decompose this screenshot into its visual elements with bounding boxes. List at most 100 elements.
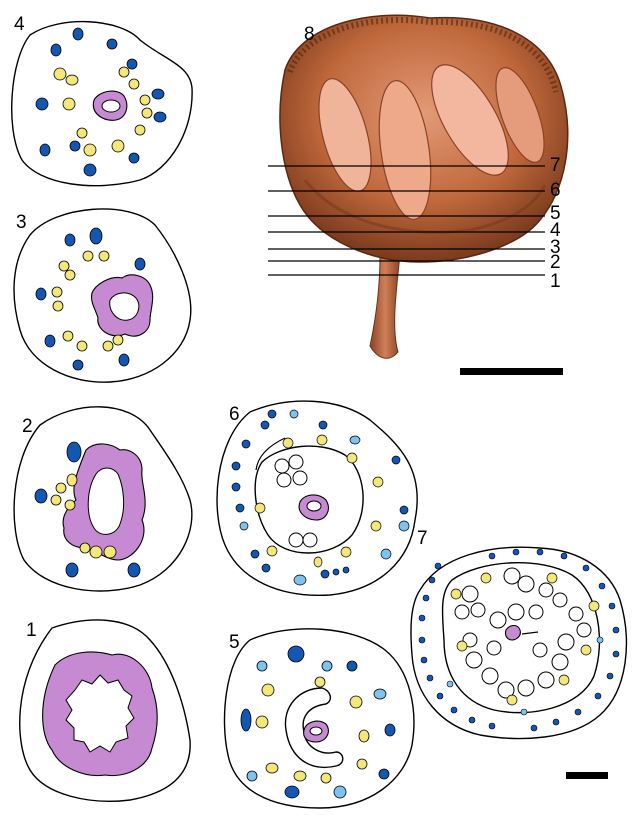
bundle-yellow <box>140 95 150 105</box>
anther-locule <box>275 459 289 473</box>
anther-locule <box>466 652 482 668</box>
bundle-dark <box>553 719 559 725</box>
bundle-dark <box>489 723 495 729</box>
bundle-dark <box>128 563 140 577</box>
bundle-dark <box>127 59 137 69</box>
bundle-yellow <box>359 730 369 742</box>
bundle-yellow <box>373 477 383 487</box>
anther-locule <box>482 668 498 684</box>
bundle-dark <box>379 769 389 779</box>
anther-locule <box>577 623 591 637</box>
bundle-dark <box>599 583 605 589</box>
bundle-dark <box>45 335 55 347</box>
bundle-dark <box>236 504 244 512</box>
bundle-dark <box>595 693 601 699</box>
bundle-yellow <box>451 589 461 599</box>
panel-label-3: 3 <box>16 212 27 233</box>
bundle-yellow <box>457 641 467 651</box>
bundle-dark <box>419 615 425 621</box>
section-label-2: 2 <box>550 252 561 273</box>
bundle-yellow <box>350 696 362 708</box>
bundle-yellow <box>283 438 293 448</box>
section-6-pith-center <box>307 501 321 511</box>
bundle-dark <box>36 288 46 300</box>
bundle-dark <box>84 164 96 176</box>
bundle-dark <box>51 44 61 56</box>
bundle-yellow <box>65 500 75 510</box>
bundle-yellow <box>83 251 93 261</box>
bundle-light <box>240 522 248 530</box>
photo-scale-bar <box>460 368 563 375</box>
bundle-yellow <box>262 684 274 696</box>
bundle-dark <box>241 709 251 731</box>
bundle-light <box>447 681 453 687</box>
bundle-yellow <box>65 270 75 280</box>
bundle-yellow <box>77 128 87 138</box>
bundle-dark <box>262 564 270 572</box>
section-5-pith-center <box>310 727 322 735</box>
bundle-dark <box>451 707 457 713</box>
section-label-7: 7 <box>550 155 561 176</box>
anther-locule <box>277 473 291 487</box>
bundle-dark <box>66 563 78 577</box>
bundle-dark <box>561 553 567 559</box>
bundle-yellow <box>53 301 63 311</box>
bundle-yellow <box>77 341 87 351</box>
bundle-dark <box>319 421 327 429</box>
section-4-pith-center <box>102 100 120 112</box>
bundle-dark <box>232 462 240 470</box>
bundle-dark <box>65 234 75 246</box>
section-panel-1: 1 <box>20 620 190 801</box>
bundle-yellow <box>507 695 517 705</box>
section-7-pith <box>505 626 520 641</box>
bundle-yellow <box>103 341 113 351</box>
bundle-dark <box>607 673 613 679</box>
anther-locule <box>471 603 485 617</box>
bundle-light <box>381 549 391 559</box>
bundle-dark <box>242 440 250 448</box>
anther-locule <box>558 634 574 650</box>
section-2-pith-center <box>88 468 123 534</box>
bundle-dark <box>154 112 166 122</box>
bundle-light <box>521 709 527 715</box>
bundle-yellow <box>294 771 306 781</box>
bundle-dark <box>435 563 441 569</box>
bundle-dark <box>35 489 47 503</box>
section-label-6: 6 <box>550 180 561 201</box>
section-panel-6: 6 <box>217 401 417 595</box>
bundle-yellow <box>59 261 69 271</box>
bundle-yellow <box>66 75 78 85</box>
anther-locule <box>455 605 469 619</box>
bundle-dark <box>321 570 329 578</box>
anther-locule <box>539 583 553 597</box>
bundle-dark <box>36 98 48 110</box>
bundle-yellow <box>112 140 124 152</box>
anther-locule <box>508 604 524 620</box>
bundle-dark <box>392 456 400 464</box>
panel-label-4: 4 <box>14 14 25 35</box>
bundle-yellow <box>255 503 265 513</box>
bundle-dark <box>129 153 139 163</box>
bundle-dark <box>583 565 589 571</box>
bundle-dark <box>119 354 129 366</box>
bundle-dark <box>419 637 425 643</box>
section-panel-4: 4 <box>12 14 192 186</box>
bundle-light <box>294 575 306 585</box>
bundle-dark <box>427 675 433 681</box>
anther-locule <box>293 471 307 485</box>
bundle-yellow <box>63 98 75 110</box>
anther-locule <box>289 455 303 469</box>
bud-stalk <box>370 255 400 358</box>
diagram-scale-bar <box>566 772 608 779</box>
bundle-yellow <box>54 68 66 80</box>
bundle-dark <box>70 141 80 151</box>
section-panel-3: 3 <box>14 209 191 382</box>
bundle-yellow <box>51 495 61 505</box>
anther-locule <box>504 568 520 584</box>
bundle-yellow <box>104 546 116 558</box>
bundle-yellow <box>347 453 357 463</box>
anther-locule <box>462 586 478 602</box>
bundle-yellow <box>56 483 66 493</box>
anther-locule <box>529 605 543 619</box>
